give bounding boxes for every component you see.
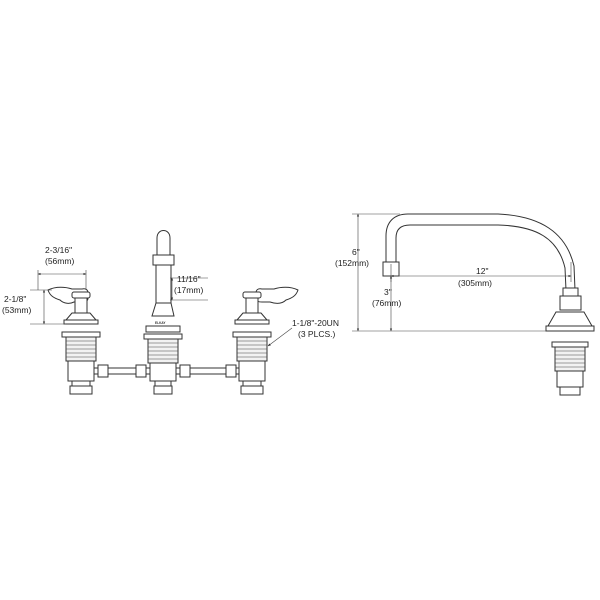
left-valve-body: [67, 360, 95, 382]
right-nut: [232, 331, 272, 338]
center-coupling: [154, 380, 172, 387]
spout-diameter-metric: (17mm): [174, 285, 203, 295]
spout-collar-upper: [152, 254, 175, 266]
spout-reach-metric: (305mm): [458, 278, 492, 288]
right-base-ring: [234, 319, 270, 325]
spout-tube: [155, 264, 172, 304]
connecting-tubing: [93, 364, 240, 378]
center-nut: [143, 333, 183, 340]
side-outlet-nut: [559, 386, 581, 396]
left-nut: [61, 331, 101, 338]
right-lever-handle: [255, 286, 299, 304]
side-nut: [551, 341, 589, 348]
handle-height-metric: (53mm): [2, 305, 31, 315]
side-base-ring: [545, 325, 595, 332]
center-base-ring: [145, 325, 181, 333]
spout-base: [151, 302, 175, 317]
dim-spout-reach: 12" (305mm): [390, 262, 572, 288]
spout-swivel-collar: [562, 287, 579, 297]
right-inlet-nut: [240, 385, 264, 395]
left-tube-fitting-a: [97, 364, 109, 378]
left-cross-tube: [93, 367, 151, 375]
side-tee-body: [556, 370, 584, 388]
left-inlet-nut: [69, 385, 93, 395]
handle-width-metric: (56mm): [45, 256, 74, 266]
left-stem-body: [74, 297, 88, 314]
dim-handle-height: 2-1/8" (53mm): [2, 289, 66, 325]
handle-width-imperial: 2-3/16": [45, 245, 72, 255]
right-handle-assembly: [232, 286, 299, 395]
left-base-ring: [63, 319, 99, 325]
left-handle-hub: [71, 291, 91, 299]
spout-drop-imperial: 3": [384, 287, 392, 297]
left-handle-assembly: [47, 286, 101, 395]
right-escutcheon: [236, 312, 268, 321]
callout-shank-thread: 1-1/8"-20UN (3 PLCS.): [267, 318, 339, 347]
center-spout-assembly: ELKAY: [143, 230, 183, 395]
left-tube-fitting-b: [135, 364, 147, 378]
spout-diameter-imperial: 11/16": [177, 274, 201, 284]
brand-logo: ELKAY: [155, 321, 166, 325]
side-view: 6" (152mm) 12" (305mm) 3" (76mm): [335, 213, 595, 396]
dim-spout-height: 6" (152mm): [335, 213, 546, 332]
right-coupling: [242, 380, 262, 387]
right-stem-body: [245, 297, 259, 314]
spout-body: [559, 295, 582, 311]
spout-reach-imperial: 12": [476, 266, 488, 276]
spout-height-metric: (152mm): [335, 258, 369, 268]
right-cross-tube: [175, 367, 240, 375]
spout-height-imperial: 6": [352, 247, 360, 257]
shank-thread-spec: 1-1/8"-20UN: [292, 318, 339, 328]
center-outlet-nut: [153, 385, 173, 395]
right-handle-hub: [242, 291, 262, 299]
dim-spout-drop: 3" (76mm): [372, 275, 401, 332]
left-escutcheon: [65, 312, 97, 321]
right-tube-fitting-b: [225, 364, 237, 378]
spout-drop-metric: (76mm): [372, 298, 401, 308]
handle-height-imperial: 2-1/8": [4, 294, 26, 304]
center-tee-body: [149, 362, 177, 382]
front-view: ELKAY: [2, 230, 339, 395]
right-tube-fitting-a: [179, 364, 191, 378]
side-escutcheon: [547, 311, 593, 327]
right-valve-body: [238, 360, 266, 382]
dim-spout-diameter: 11/16" (17mm): [170, 274, 208, 301]
dim-handle-width: 2-3/16" (56mm): [37, 245, 87, 290]
shank-thread-note: (3 PLCS.): [298, 329, 335, 339]
left-coupling: [71, 380, 91, 387]
